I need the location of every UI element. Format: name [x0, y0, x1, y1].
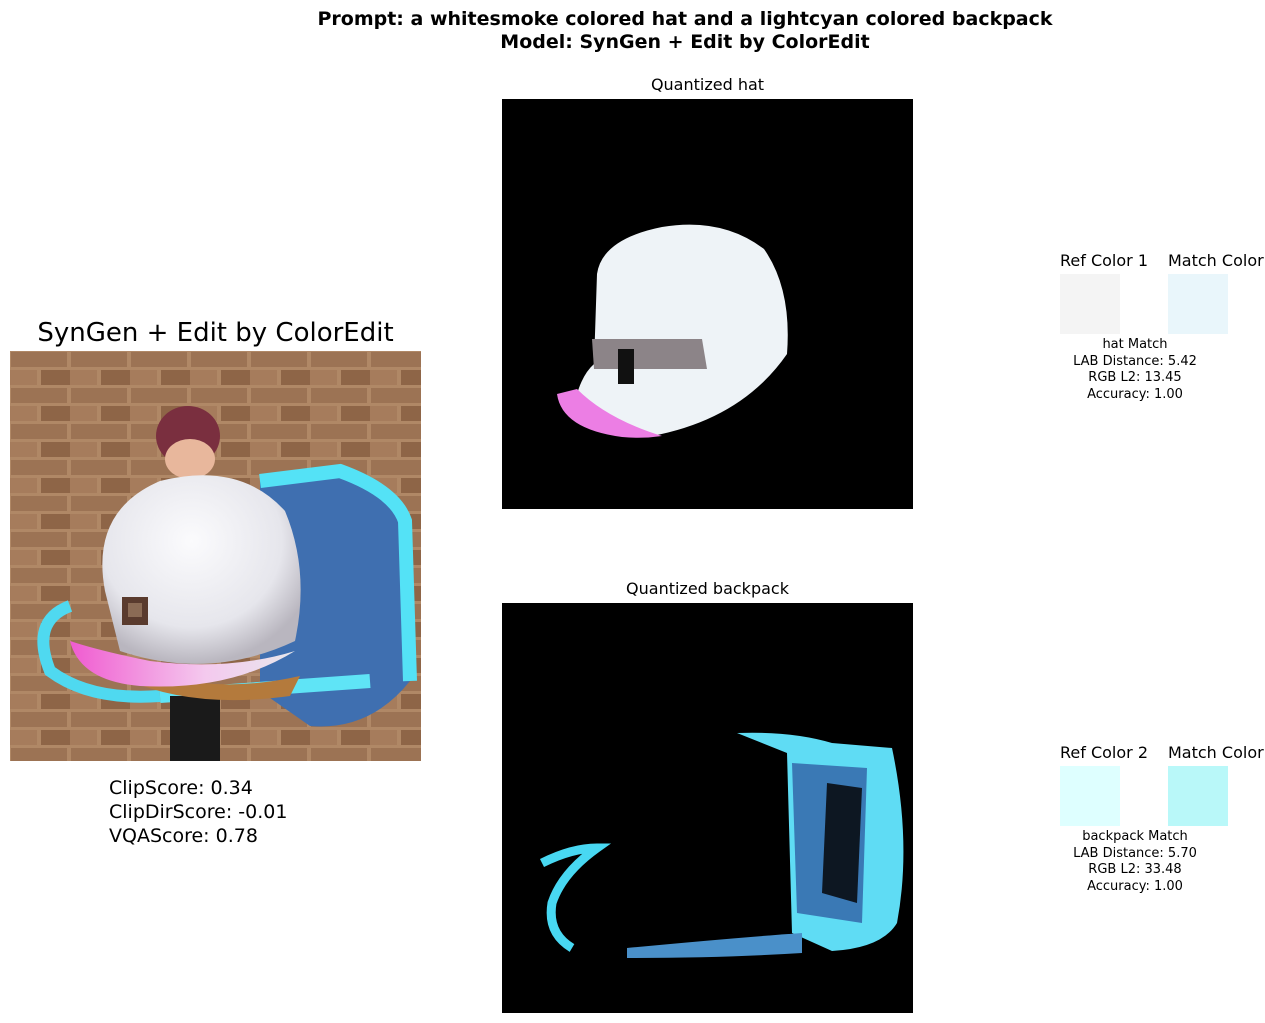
hat-match-stats: hat Match LAB Distance: 5.42 RGB L2: 13.…	[1035, 337, 1235, 403]
generated-image	[10, 351, 421, 761]
clip-score: ClipScore: 0.34	[109, 777, 253, 799]
model-line: Model: SynGen + Edit by ColorEdit	[500, 31, 870, 53]
quantized-hat-title: Quantized hat	[650, 75, 765, 94]
quantized-hat-image	[502, 99, 913, 509]
quantized-backpack-title: Quantized backpack	[626, 579, 789, 598]
match-color-2-title: Match Color 2	[1168, 743, 1265, 762]
hat-match-label: hat Match	[1102, 337, 1168, 352]
main-image-title: SynGen + Edit by ColorEdit	[37, 318, 394, 348]
backpack-lab-distance: LAB Distance: 5.70	[1073, 845, 1197, 861]
match-color-1-swatch	[1168, 274, 1228, 334]
ref-color-1-swatch	[1060, 274, 1120, 334]
quantized-backpack-image	[502, 603, 913, 1013]
ref-color-1-title: Ref Color 1	[1060, 251, 1148, 270]
backpack-match-stats: backpack Match LAB Distance: 5.70 RGB L2…	[1035, 829, 1235, 895]
clipdir-score: ClipDirScore: -0.01	[109, 801, 288, 823]
ref-color-2-swatch	[1060, 766, 1120, 826]
match-color-2-swatch	[1168, 766, 1228, 826]
backpack-rgb-l2: RGB L2: 33.48	[1088, 862, 1182, 877]
score-block: ClipScore: 0.34 ClipDirScore: -0.01 VQAS…	[109, 776, 287, 848]
prompt-line: Prompt: a whitesmoke colored hat and a l…	[317, 8, 1053, 30]
vqa-score: VQAScore: 0.78	[109, 825, 258, 847]
ref-color-2-title: Ref Color 2	[1060, 743, 1148, 762]
match-color-1-title: Match Color 1	[1168, 251, 1265, 270]
hat-accuracy: Accuracy: 1.00	[1087, 386, 1183, 402]
hat-lab-distance: LAB Distance: 5.42	[1073, 353, 1197, 369]
hat-rgb-l2: RGB L2: 13.45	[1088, 370, 1182, 385]
backpack-match-label: backpack Match	[1082, 829, 1188, 844]
figure-suptitle: Prompt: a whitesmoke colored hat and a l…	[0, 8, 1265, 54]
backpack-accuracy: Accuracy: 1.00	[1087, 878, 1183, 894]
